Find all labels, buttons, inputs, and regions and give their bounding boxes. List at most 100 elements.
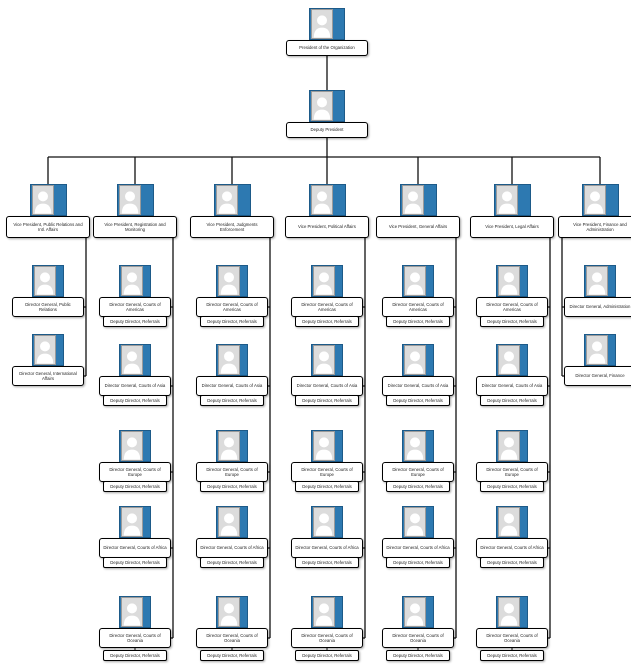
- node-title: Director General, Courts of Europe: [476, 462, 548, 482]
- vp-node[interactable]: Vice President, Political Affairs: [285, 184, 369, 238]
- deputy-director-box[interactable]: Deputy Director, Referrals: [200, 395, 264, 406]
- director-node[interactable]: Director General, Courts of Africa: [196, 506, 268, 558]
- person-avatar-icon: [404, 266, 426, 296]
- deputy-director-box[interactable]: Deputy Director, Referrals: [295, 650, 359, 661]
- deputy-director-box[interactable]: Deputy Director, Referrals: [480, 481, 544, 492]
- deputy-director-box[interactable]: Deputy Director, Referrals: [480, 557, 544, 568]
- person-avatar-icon: [313, 266, 335, 296]
- node-title: Director General, Courts of Europe: [382, 462, 454, 482]
- node-title: Vice President, General Affairs: [376, 216, 460, 238]
- director-node[interactable]: Director General, Administration: [564, 265, 631, 317]
- director-node[interactable]: Director General, Courts of Americas: [476, 265, 548, 317]
- node-title: Director General, Finance: [564, 366, 631, 386]
- deputy-director-box[interactable]: Deputy Director, Referrals: [103, 395, 167, 406]
- deputy-director-box[interactable]: Deputy Director, Referrals: [295, 557, 359, 568]
- director-node[interactable]: Director General, Courts of Africa: [291, 506, 363, 558]
- deputy-director-box[interactable]: Deputy Director, Referrals: [103, 557, 167, 568]
- node-title: Director General, Courts of Americas: [382, 297, 454, 317]
- director-node[interactable]: Director General, Courts of Europe: [99, 430, 171, 482]
- deputy-director-box[interactable]: Deputy Director, Referrals: [200, 650, 264, 661]
- person-avatar-icon: [586, 266, 608, 296]
- director-node[interactable]: Director General, International Affairs: [12, 334, 84, 386]
- person-avatar-icon: [218, 507, 240, 537]
- director-node[interactable]: Director General, Courts of Africa: [476, 506, 548, 558]
- director-node[interactable]: Director General, Courts of Oceania: [99, 596, 171, 648]
- deputy-director-box[interactable]: Deputy Director, Referrals: [200, 481, 264, 492]
- deputy-director-box[interactable]: Deputy Director, Referrals: [295, 481, 359, 492]
- deputy-director-box[interactable]: Deputy Director, Referrals: [480, 395, 544, 406]
- person-avatar-icon: [121, 431, 143, 461]
- deputy-director-box[interactable]: Deputy Director, Referrals: [386, 481, 450, 492]
- person-avatar-icon: [496, 185, 518, 215]
- person-avatar-icon: [313, 507, 335, 537]
- person-avatar-icon: [218, 266, 240, 296]
- director-node[interactable]: Director General, Courts of Europe: [196, 430, 268, 482]
- node-title: Director General, Courts of Europe: [196, 462, 268, 482]
- director-node[interactable]: Director General, Finance: [564, 334, 631, 386]
- node-title: Director General, Courts of Africa: [382, 538, 454, 558]
- deputy-director-box[interactable]: Deputy Director, Referrals: [103, 481, 167, 492]
- director-node[interactable]: Director General, Courts of Asia: [476, 344, 548, 396]
- deputy-director-box[interactable]: Deputy Director, Referrals: [386, 557, 450, 568]
- node-title: Director General, Courts of Oceania: [99, 628, 171, 648]
- person-avatar-icon: [402, 185, 424, 215]
- director-node[interactable]: Director General, Courts of Oceania: [382, 596, 454, 648]
- director-node[interactable]: Director General, Courts of Africa: [99, 506, 171, 558]
- person-avatar-icon: [32, 185, 54, 215]
- director-node[interactable]: Director General, Courts of Americas: [291, 265, 363, 317]
- person-avatar-icon: [498, 345, 520, 375]
- deputy-director-box[interactable]: Deputy Director, Referrals: [386, 395, 450, 406]
- node-title: Director General, Courts of Africa: [196, 538, 268, 558]
- president-node[interactable]: President of the Organization: [286, 8, 368, 56]
- vp-node[interactable]: Vice President, Judgments Enforcement: [190, 184, 274, 238]
- deputy-director-box[interactable]: Deputy Director, Referrals: [480, 316, 544, 327]
- node-title: Vice President, Registration and Monitor…: [93, 216, 177, 238]
- deputy-director-box[interactable]: Deputy Director, Referrals: [386, 650, 450, 661]
- deputy-director-box[interactable]: Deputy Director, Referrals: [386, 316, 450, 327]
- deputy-director-box[interactable]: Deputy Director, Referrals: [200, 557, 264, 568]
- person-avatar-icon: [121, 597, 143, 627]
- director-node[interactable]: Director General, Courts of Asia: [196, 344, 268, 396]
- node-title: Director General, Courts of Europe: [291, 462, 363, 482]
- node-title: Director General, Courts of Oceania: [382, 628, 454, 648]
- director-node[interactable]: Director General, Courts of Oceania: [291, 596, 363, 648]
- vp-node[interactable]: Vice President, Finance and Administrati…: [558, 184, 631, 238]
- vp-node[interactable]: Vice President, Registration and Monitor…: [93, 184, 177, 238]
- node-title: Director General, Courts of Africa: [476, 538, 548, 558]
- director-node[interactable]: Director General, Courts of Asia: [382, 344, 454, 396]
- deputy-director-box[interactable]: Deputy Director, Referrals: [295, 316, 359, 327]
- deputy-director-box[interactable]: Deputy Director, Referrals: [200, 316, 264, 327]
- node-title: Vice President, Finance and Administrati…: [558, 216, 631, 238]
- person-avatar-icon: [586, 335, 608, 365]
- person-avatar-icon: [404, 345, 426, 375]
- director-node[interactable]: Director General, Courts of Europe: [382, 430, 454, 482]
- director-node[interactable]: Director General, Courts of Africa: [382, 506, 454, 558]
- person-avatar-icon: [216, 185, 238, 215]
- director-node[interactable]: Director General, Courts of Americas: [196, 265, 268, 317]
- deputy-director-box[interactable]: Deputy Director, Referrals: [295, 395, 359, 406]
- director-node[interactable]: Director General, Courts of Oceania: [196, 596, 268, 648]
- vp-node[interactable]: Vice President, General Affairs: [376, 184, 460, 238]
- person-avatar-icon: [404, 507, 426, 537]
- director-node[interactable]: Director General, Courts of Americas: [382, 265, 454, 317]
- deputy-director-box[interactable]: Deputy Director, Referrals: [103, 316, 167, 327]
- node-title: Vice President, Political Affairs: [285, 216, 369, 238]
- director-node[interactable]: Director General, Courts of Europe: [291, 430, 363, 482]
- vp-node[interactable]: Vice President, Public Relations and Int…: [6, 184, 90, 238]
- director-node[interactable]: Director General, Courts of Americas: [99, 265, 171, 317]
- person-avatar-icon: [498, 597, 520, 627]
- deputy-director-box[interactable]: Deputy Director, Referrals: [103, 650, 167, 661]
- node-title: Vice President, Legal Affairs: [470, 216, 554, 238]
- deputy-director-box[interactable]: Deputy Director, Referrals: [480, 650, 544, 661]
- vp-node[interactable]: Vice President, Legal Affairs: [470, 184, 554, 238]
- person-avatar-icon: [311, 9, 333, 39]
- node-title: Vice President, Public Relations and Int…: [6, 216, 90, 238]
- director-node[interactable]: Director General, Courts of Europe: [476, 430, 548, 482]
- director-node[interactable]: Director General, Public Relations: [12, 265, 84, 317]
- node-title: Director General, Courts of Americas: [291, 297, 363, 317]
- node-title: Director General, Courts of Oceania: [196, 628, 268, 648]
- director-node[interactable]: Director General, Courts of Asia: [291, 344, 363, 396]
- director-node[interactable]: Director General, Courts of Asia: [99, 344, 171, 396]
- deputy-president-node[interactable]: Deputy President: [286, 90, 368, 138]
- director-node[interactable]: Director General, Courts of Oceania: [476, 596, 548, 648]
